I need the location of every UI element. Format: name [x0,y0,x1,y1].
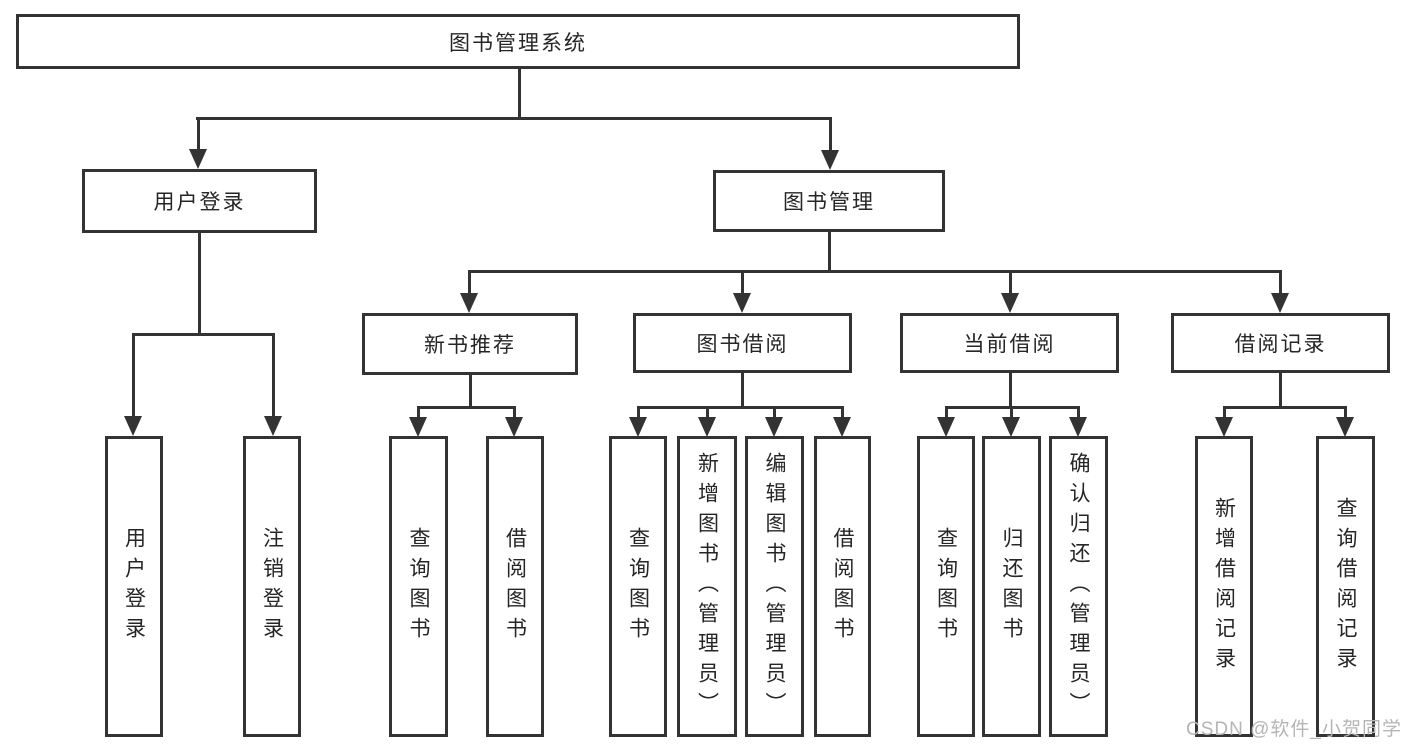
node-new-book-rec: 新书推荐 [362,313,578,375]
arrow-down-icon [1069,417,1087,437]
node-book-borrow-label: 图书借阅 [696,333,789,356]
node-current-borrow: 当前借阅 [900,313,1119,373]
connector-borrow-records-rail [1222,406,1347,409]
leaf-query-books-current: 查询图书 [917,436,975,737]
connector-book-borrow-stem [740,373,744,408]
leaf-label: 查询借阅记录 [1334,496,1357,677]
connector-arrow-shaft [512,406,516,417]
leaf-label: 查询图书 [626,526,650,647]
connector-arrow-shaft [416,406,420,417]
arrow-down-icon [821,150,839,170]
connector-arrow-shaft-user-login [196,117,200,149]
arrow-down-icon [833,417,851,437]
connector-arrow-shaft [772,406,776,417]
leaf-user-login: 用户登录 [105,436,163,737]
arrow-down-icon [698,417,716,437]
arrow-down-icon [264,416,282,436]
node-book-mgmt-label: 图书管理 [783,191,875,214]
arrow-down-icon [1336,417,1354,437]
csdn-watermark: CSDN @软件_小贺同学 [1186,719,1402,740]
leaf-label: 借阅图书 [503,526,527,647]
connector-current-borrow-stem [1008,373,1012,408]
leaf-borrow-books: 借阅图书 [814,436,871,737]
connector-arrow-shaft [705,406,709,417]
node-user-login: 用户登录 [82,169,317,233]
leaf-return-books: 归还图书 [982,436,1041,737]
arrow-down-icon [629,417,647,437]
connector-user-login-stem [197,233,201,335]
arrow-down-icon [409,417,427,437]
node-new-book-rec-label: 新书推荐 [424,334,516,357]
arrow-down-icon [505,417,523,437]
connector-user-login-rail [131,333,275,336]
leaf-query-books-rec: 查询图书 [389,436,448,737]
connector-arrow-shaft [131,333,135,416]
connector-arrow-shaft [636,406,640,417]
leaf-borrow-books-rec: 借阅图书 [486,436,544,737]
leaf-query-books-borrow: 查询图书 [609,436,667,737]
node-book-mgmt: 图书管理 [713,170,945,232]
leaf-label: 用户登录 [122,526,146,647]
leaf-label: 查询图书 [407,526,430,647]
arrow-down-icon [937,417,955,437]
connector-root-rail [196,117,832,120]
arrow-down-icon [460,293,478,313]
connector-arrow-shaft [944,406,948,417]
arrow-down-icon [1215,417,1233,437]
node-book-borrow: 图书借阅 [633,313,852,373]
leaf-add-borrow-record: 新增借阅记录 [1195,436,1253,737]
connector-arrow-shaft [1008,270,1012,293]
leaf-confirm-return-admin: 确认归还（管理员） [1049,436,1108,737]
node-user-login-label: 用户登录 [153,191,246,214]
connector-book-mgmt-rail [467,270,1282,273]
arrow-down-icon [1002,417,1020,437]
connector-root-stem [518,69,521,119]
connector-arrow-shaft [840,406,844,417]
leaf-label: 确认归还（管理员） [1067,451,1090,722]
connector-arrow-shaft [1278,270,1282,293]
leaf-label: 新增借阅记录 [1212,496,1236,677]
leaf-label: 归还图书 [1000,526,1023,647]
node-current-borrow-label: 当前借阅 [963,333,1056,356]
arrow-down-icon [1001,293,1019,313]
arrow-down-icon [733,293,751,313]
connector-arrow-shaft [467,270,471,293]
connector-borrow-records-stem [1278,373,1282,408]
leaf-add-books-admin: 新增图书（管理员） [677,436,737,737]
connector-arrow-shaft-book-mgmt [828,117,832,150]
arrow-down-icon [189,149,207,169]
node-borrow-records-label: 借阅记录 [1234,333,1327,356]
arrow-down-icon [765,417,783,437]
node-borrow-records: 借阅记录 [1171,313,1390,373]
leaf-query-borrow-record: 查询借阅记录 [1316,436,1375,737]
connector-new-book-rec-rail [416,406,516,409]
connector-book-borrow-rail [636,406,844,409]
leaf-label: 注销登录 [260,526,284,647]
leaf-edit-books-admin: 编辑图书（管理员） [745,436,804,737]
leaf-label: 新增图书（管理员） [695,451,719,722]
connector-arrow-shaft [1222,406,1226,417]
connector-arrow-shaft [1009,406,1013,417]
node-root-label: 图书管理系统 [449,31,587,55]
connector-arrow-shaft [271,333,275,416]
leaf-logout: 注销登录 [243,436,301,737]
leaf-label: 借阅图书 [831,526,854,647]
connector-book-mgmt-stem [827,232,831,272]
leaf-label: 编辑图书（管理员） [763,451,786,722]
node-root: 图书管理系统 [16,14,1020,69]
connector-arrow-shaft [740,270,744,293]
leaf-label: 查询图书 [934,526,958,647]
connector-arrow-shaft [1076,406,1080,417]
arrow-down-icon [1271,293,1289,313]
connector-new-book-rec-stem [468,375,472,408]
arrow-down-icon [124,416,142,436]
connector-arrow-shaft [1343,406,1347,417]
